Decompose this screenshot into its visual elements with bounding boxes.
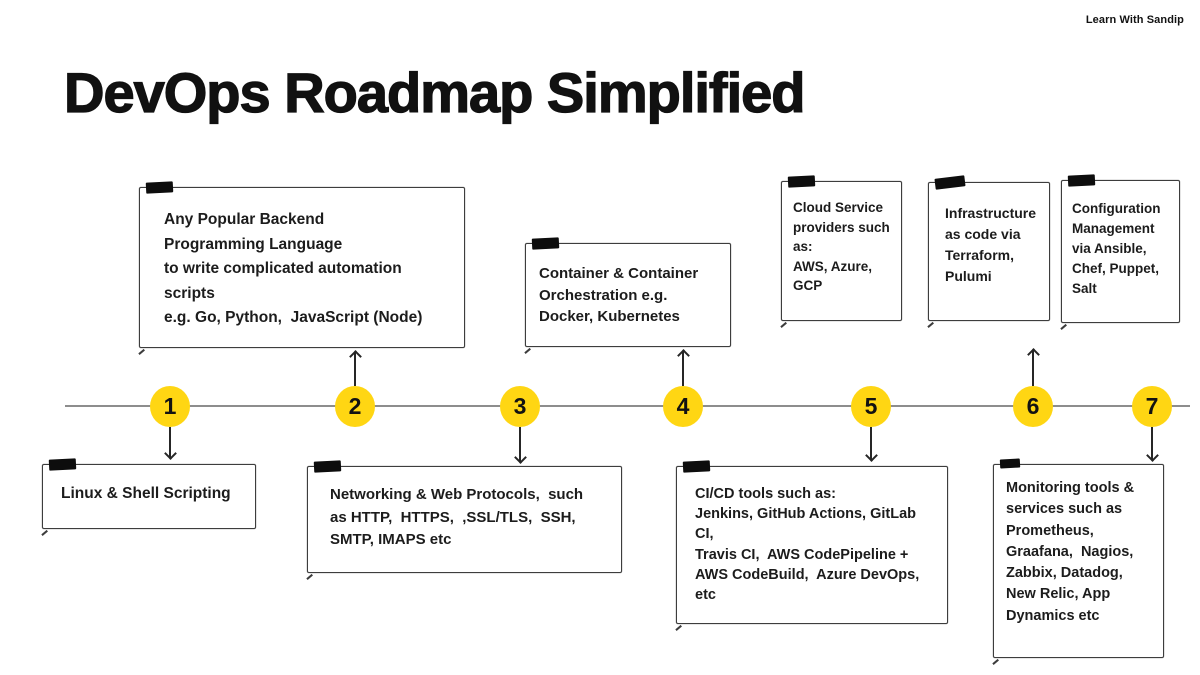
step-marker-1: 1 bbox=[150, 386, 190, 427]
arrow-up-step-4 bbox=[682, 351, 684, 386]
note-text: Infrastructure as code via Terraform, Pu… bbox=[945, 205, 1037, 284]
step-marker-4: 4 bbox=[663, 386, 703, 427]
note-text: Configuration Management via Ansible, Ch… bbox=[1072, 201, 1161, 296]
step-marker-5: 5 bbox=[851, 386, 891, 427]
arrow-up-step-6 bbox=[1032, 350, 1034, 386]
note-networking-protocols: Networking & Web Protocols, such as HTTP… bbox=[307, 460, 622, 573]
note-text: CI/CD tools such as: Jenkins, GitHub Act… bbox=[695, 486, 920, 604]
tape-icon bbox=[48, 458, 77, 471]
page-title: DevOps Roadmap Simplified bbox=[63, 60, 806, 124]
note-text: Monitoring tools & services such as Prom… bbox=[1006, 480, 1135, 624]
note-backend-language: Any Popular Backend Programming Language… bbox=[139, 181, 465, 348]
arrow-down-step-5 bbox=[870, 427, 872, 460]
note-cicd-tools: CI/CD tools such as: Jenkins, GitHub Act… bbox=[676, 460, 948, 624]
tape-icon bbox=[999, 458, 1021, 469]
note-linux-shell: Linux & Shell Scripting bbox=[42, 458, 256, 529]
note-containers: Container & Container Orchestration e.g.… bbox=[525, 237, 731, 347]
arrow-up-step-2 bbox=[354, 352, 356, 386]
note-text: Any Popular Backend Programming Language… bbox=[164, 211, 423, 326]
note-infrastructure-as-code: Infrastructure as code via Terraform, Pu… bbox=[928, 175, 1050, 321]
tape-icon bbox=[531, 237, 560, 250]
step-marker-6: 6 bbox=[1013, 386, 1053, 427]
note-text: Networking & Web Protocols, such as HTTP… bbox=[330, 486, 584, 548]
note-text: Cloud Service providers such as: AWS, Az… bbox=[793, 200, 890, 293]
brand-watermark: Learn With Sandip bbox=[1085, 14, 1184, 26]
step-marker-7: 7 bbox=[1132, 386, 1172, 427]
step-marker-3: 3 bbox=[500, 386, 540, 427]
note-configuration-management: Configuration Management via Ansible, Ch… bbox=[1061, 174, 1180, 323]
tape-icon bbox=[145, 181, 174, 194]
tape-icon bbox=[787, 175, 816, 188]
step-marker-2: 2 bbox=[335, 386, 375, 427]
tape-icon bbox=[934, 175, 966, 190]
tape-icon bbox=[682, 460, 711, 473]
note-cloud-providers: Cloud Service providers such as: AWS, Az… bbox=[781, 175, 902, 321]
timeline-line bbox=[65, 405, 1190, 407]
note-monitoring-tools: Monitoring tools & services such as Prom… bbox=[993, 458, 1164, 658]
note-text: Linux & Shell Scripting bbox=[61, 485, 231, 502]
tape-icon bbox=[313, 460, 342, 473]
tape-icon bbox=[1067, 174, 1096, 187]
note-text: Container & Container Orchestration e.g.… bbox=[539, 265, 699, 325]
arrow-down-step-1 bbox=[169, 427, 171, 458]
arrow-down-step-3 bbox=[519, 427, 521, 462]
arrow-down-step-7 bbox=[1151, 427, 1153, 460]
